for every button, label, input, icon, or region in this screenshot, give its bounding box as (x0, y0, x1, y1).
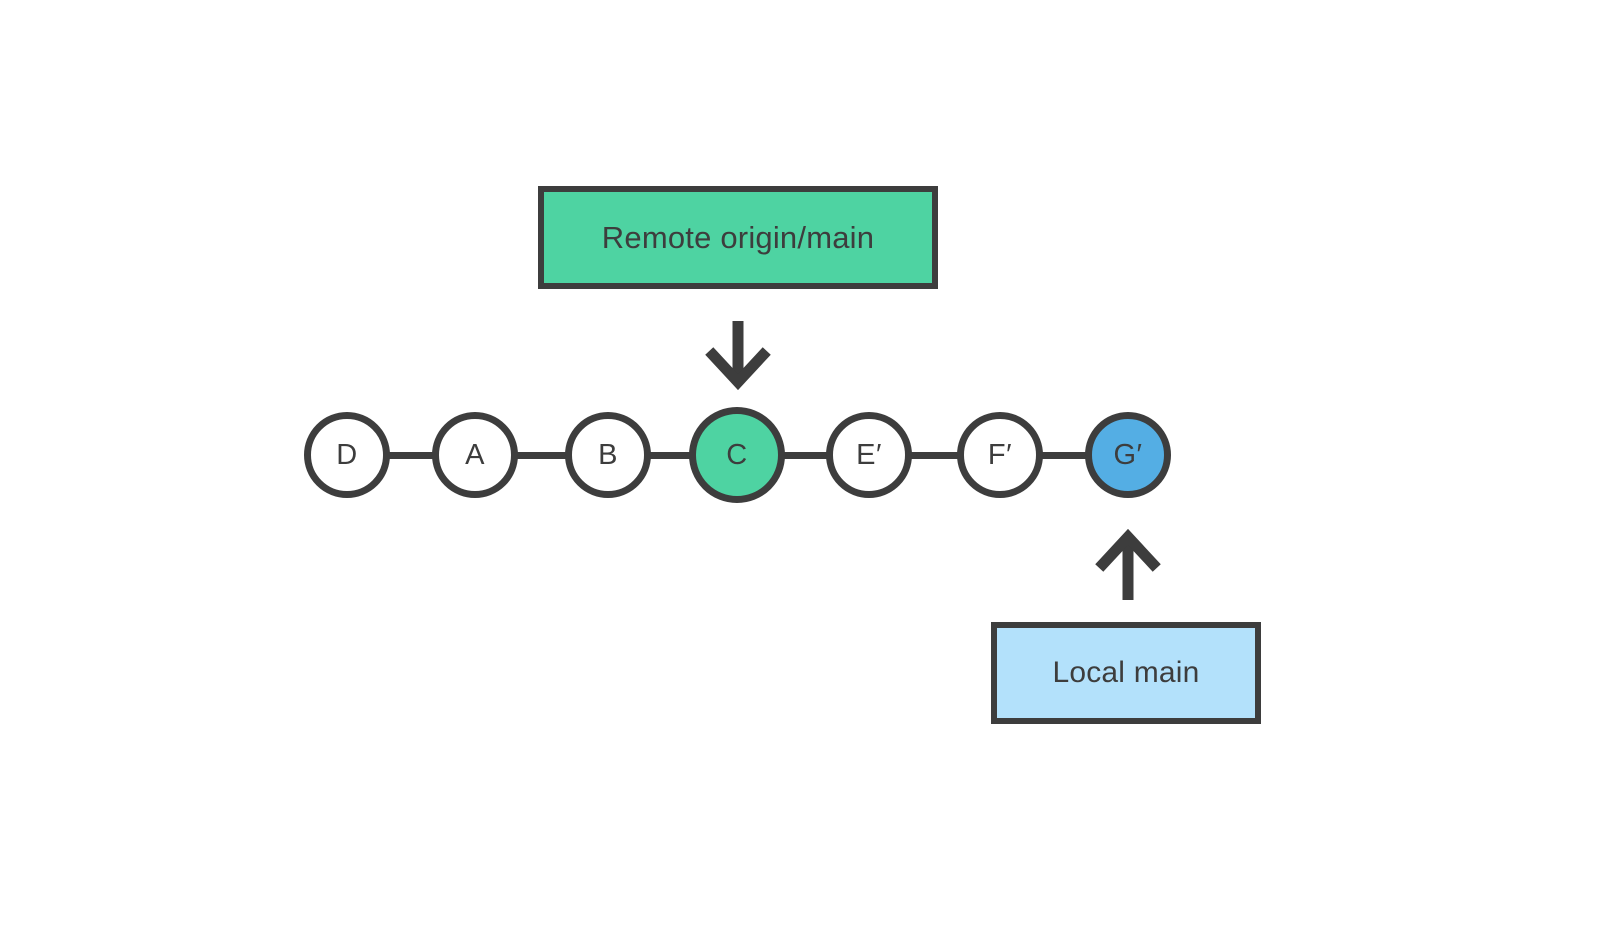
commit-node-c[interactable]: C (689, 407, 785, 503)
local-branch-label: Local main (991, 622, 1261, 724)
commit-node-d-label: D (336, 438, 358, 471)
commit-node-b-label: B (598, 438, 618, 471)
remote-branch-label-text: Remote origin/main (601, 219, 875, 255)
commit-node-e-prime-label: E′ (856, 438, 882, 471)
commit-node-g-prime-label: G′ (1113, 438, 1143, 471)
edge-c-e (779, 452, 834, 459)
remote-branch-label: Remote origin/main (538, 186, 938, 289)
down-arrow-icon (705, 321, 771, 391)
edge-a-b (515, 452, 573, 459)
edge-b-c (648, 452, 703, 459)
commit-node-a[interactable]: A (432, 412, 518, 498)
edge-d-a (385, 452, 440, 459)
commit-node-d[interactable]: D (304, 412, 390, 498)
edge-e-f (909, 452, 964, 459)
up-arrow-icon (1095, 528, 1161, 600)
commit-node-a-label: A (465, 438, 485, 471)
commit-node-b[interactable]: B (565, 412, 651, 498)
edge-f-g (1039, 452, 1094, 459)
commit-node-f-prime[interactable]: F′ (957, 412, 1043, 498)
commit-node-c-label: C (726, 438, 748, 471)
commit-node-f-prime-label: F′ (987, 438, 1013, 471)
commit-node-g-prime[interactable]: G′ (1085, 412, 1171, 498)
commit-node-e-prime[interactable]: E′ (826, 412, 912, 498)
local-branch-label-text: Local main (1052, 656, 1200, 689)
